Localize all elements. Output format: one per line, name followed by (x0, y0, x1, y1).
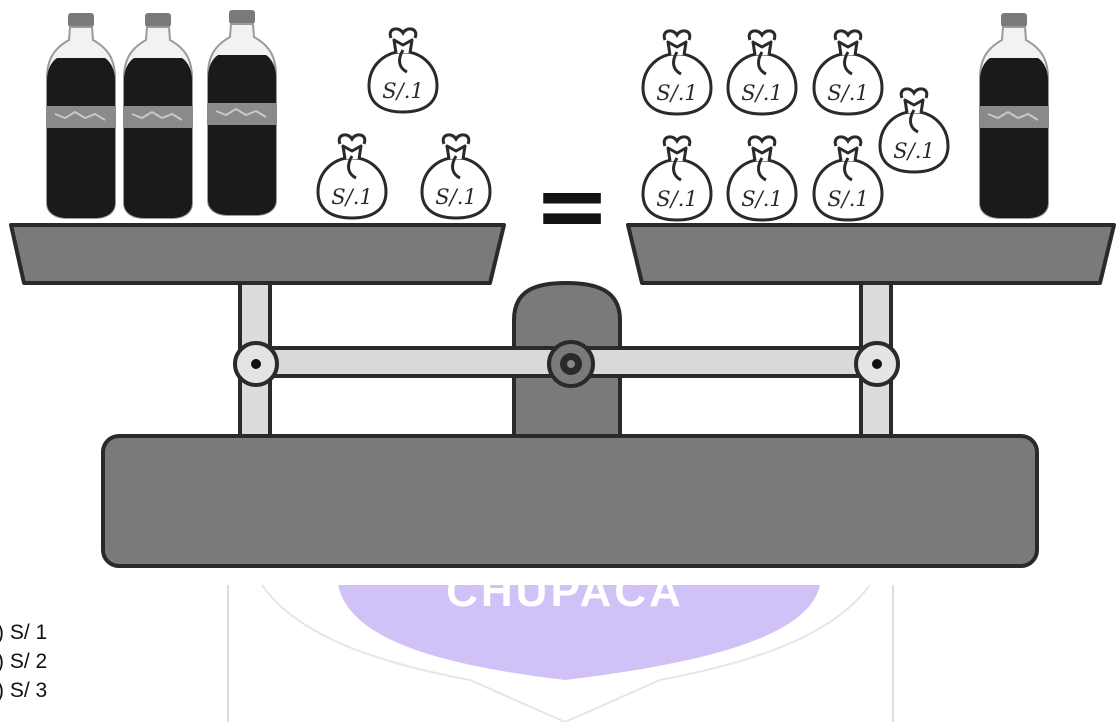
bag-label: S/.1 (331, 185, 373, 209)
right-pan (628, 225, 1114, 283)
left-pan (11, 225, 504, 283)
coin-bag-icon: S/.1 (369, 29, 437, 112)
coin-bag-icon: S/.1 (728, 31, 796, 114)
watermark-text: CHUPACA (446, 567, 684, 616)
bag-label: S/.1 (435, 185, 477, 209)
coin-bag-icon: S/.1 (643, 31, 711, 114)
coin-bag-icon: S/.1 (880, 89, 948, 172)
center-pivot (549, 342, 593, 386)
watermark: CHUPACA (228, 567, 893, 722)
bag-label: S/.1 (741, 81, 783, 105)
answer-options: ) S/ 1 ) S/ 2 ) S/ 3 (0, 618, 47, 705)
bag-label: S/.1 (382, 79, 424, 103)
coin-bag-icon: S/.1 (814, 137, 882, 220)
bag-label: S/.1 (656, 187, 698, 211)
scale-base (103, 436, 1037, 566)
bottle-icon (123, 13, 193, 218)
equals-sign: = (533, 152, 610, 259)
bottle-icon (46, 13, 116, 218)
coin-bag-icon: S/.1 (643, 137, 711, 220)
bag-label: S/.1 (827, 81, 869, 105)
left-pivot (235, 343, 277, 385)
bag-label: S/.1 (827, 187, 869, 211)
bottle-icon (979, 13, 1049, 218)
coin-bag-icon: S/.1 (728, 137, 796, 220)
option-a[interactable]: ) S/ 1 (0, 618, 47, 647)
coin-bag-icon: S/.1 (422, 135, 490, 218)
option-c[interactable]: ) S/ 3 (0, 676, 47, 705)
bag-label: S/.1 (741, 187, 783, 211)
bag-label: S/.1 (893, 139, 935, 163)
coin-bag-icon: S/.1 (318, 135, 386, 218)
option-b[interactable]: ) S/ 2 (0, 647, 47, 676)
bottle-icon (207, 10, 277, 215)
bag-label: S/.1 (656, 81, 698, 105)
coin-bag-icon: S/.1 (814, 31, 882, 114)
right-pivot (856, 343, 898, 385)
